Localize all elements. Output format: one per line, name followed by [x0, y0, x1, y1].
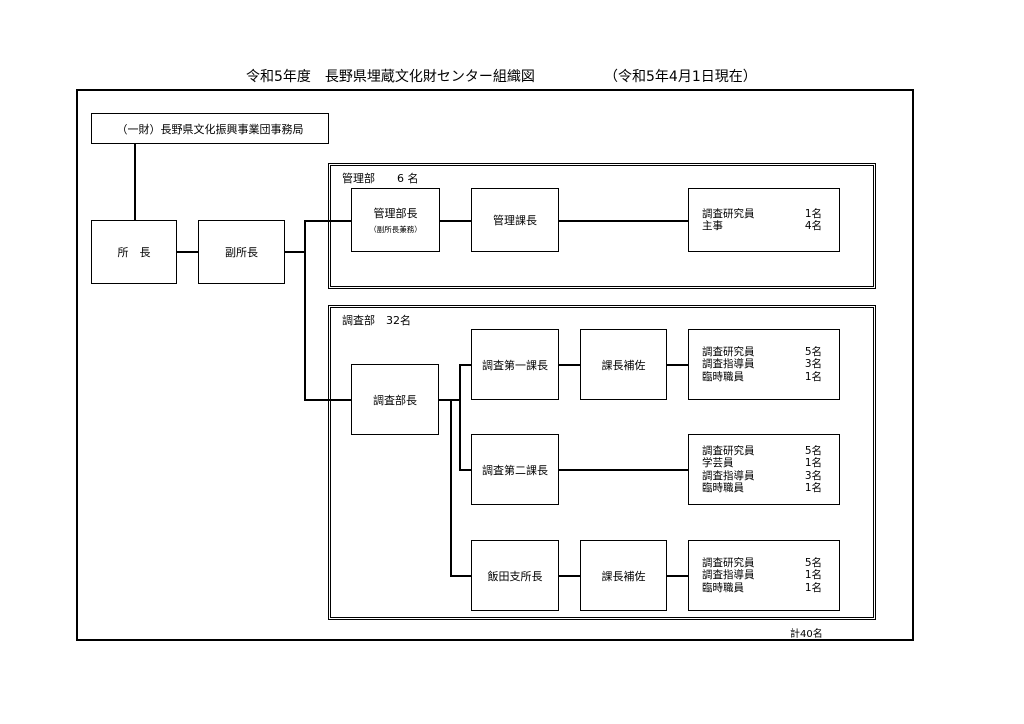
director-label: 所 長 [117, 246, 151, 259]
survey-dept-label: 調査部 32名 [342, 314, 411, 327]
iida-assistant-label: 課長補佐 [601, 569, 646, 583]
admin-head-note: （副所長兼務） [369, 225, 422, 234]
section1-head-box: 調査第一課長 [471, 329, 559, 400]
as-of-date: （令和5年4月1日現在） [604, 69, 757, 85]
admin-dept-container [328, 163, 876, 289]
connector-section1-assistant [558, 364, 580, 366]
connector-foundation-director [134, 143, 136, 220]
connector-to-admin-head [304, 220, 351, 222]
foundation-label: （一財）長野県文化振興事業団事務局 [116, 122, 304, 136]
connector-survey-trunk-b [459, 364, 461, 469]
admin-dept-label: 管理部 6 名 [342, 172, 419, 185]
section2-head-label: 調査第二課長 [482, 463, 548, 477]
connector-admin-head-manager [439, 220, 471, 222]
chart-title: 令和5年度 長野県埋蔵文化財センター組織図 [246, 69, 535, 85]
chart-frame [76, 89, 914, 641]
connector-vice-trunk [304, 220, 306, 400]
connector-section1-staff [666, 364, 688, 366]
iida-assistant-box: 課長補佐 [580, 540, 667, 611]
connector-to-survey-head [304, 399, 351, 401]
connector-to-section1 [459, 364, 471, 366]
section1-assistant-label: 課長補佐 [601, 358, 646, 372]
admin-manager-label: 管理課長 [493, 214, 537, 227]
admin-head-label: 管理部長 [373, 207, 418, 220]
total-count: 計40名 [790, 629, 823, 640]
connector-vice-branch [284, 251, 306, 253]
connector-survey-trunk-a [450, 399, 452, 576]
connector-admin-manager-staff [558, 220, 688, 222]
vice-director-label: 副所長 [225, 246, 258, 259]
section1-head-label: 調査第一課長 [482, 358, 548, 372]
connector-section2-staff [558, 469, 688, 471]
connector-iida-assistant [558, 575, 580, 577]
foundation-box: （一財）長野県文化振興事業団事務局 [91, 113, 329, 144]
director-box: 所 長 [91, 220, 177, 284]
connector-director-vice [176, 251, 198, 253]
iida-head-label: 飯田支所長 [487, 569, 543, 583]
connector-iida-staff [666, 575, 688, 577]
admin-manager-box: 管理課長 [471, 188, 559, 252]
survey-head-label: 調査部長 [373, 393, 417, 407]
section2-head-box: 調査第二課長 [471, 434, 559, 505]
connector-to-section2 [459, 469, 471, 471]
survey-dept-container [328, 305, 876, 620]
connector-survey-head-branch [438, 399, 460, 401]
vice-director-box: 副所長 [198, 220, 285, 284]
iida-head-box: 飯田支所長 [471, 540, 559, 611]
connector-to-iida [450, 575, 471, 577]
survey-head-box: 調査部長 [351, 364, 439, 435]
section1-assistant-box: 課長補佐 [580, 329, 667, 400]
admin-head-box: 管理部長 （副所長兼務） [351, 188, 440, 252]
